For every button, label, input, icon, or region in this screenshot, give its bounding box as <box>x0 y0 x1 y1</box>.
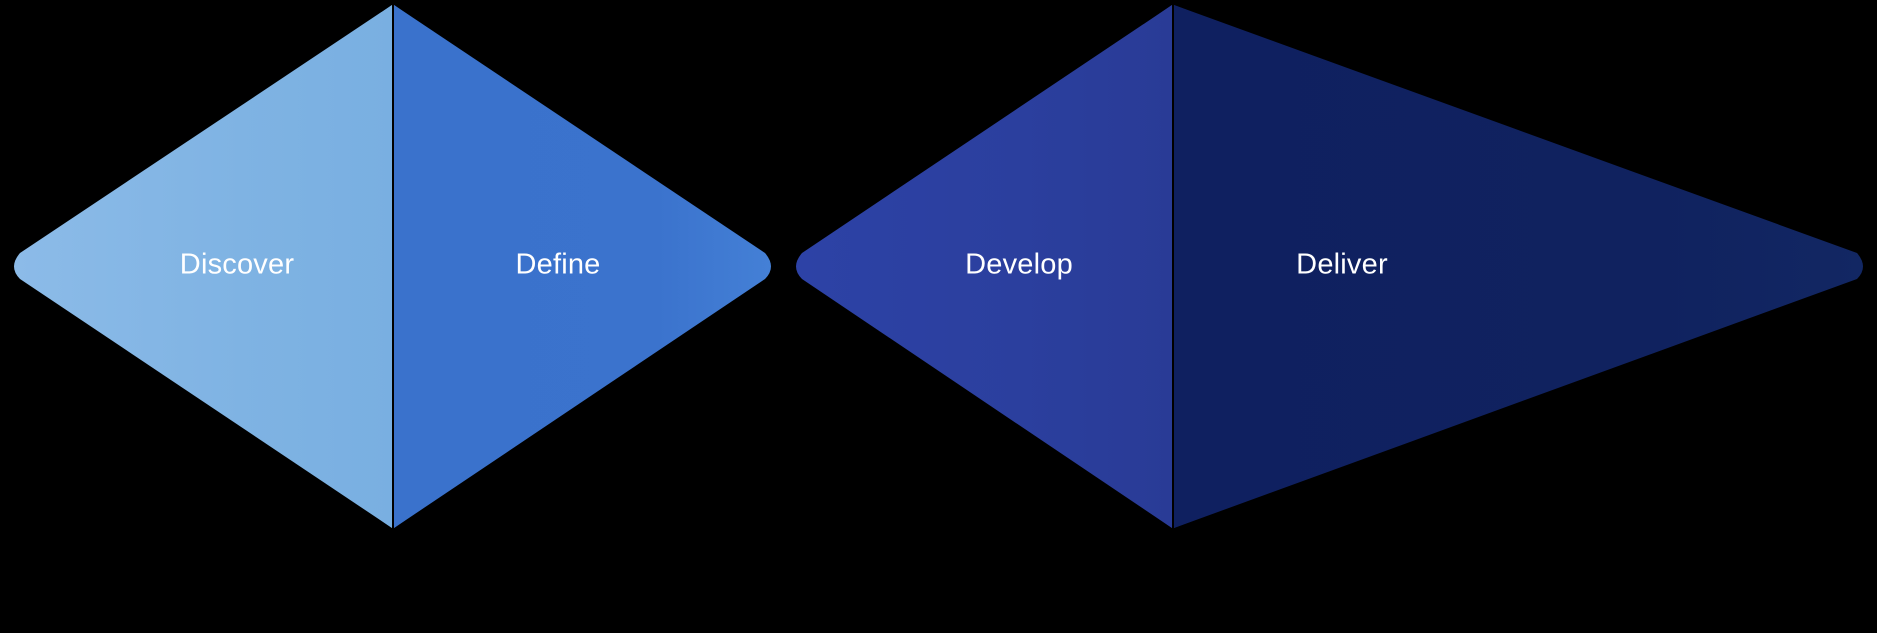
deliver-shape-fill <box>1174 5 1863 528</box>
discover-label: Discover <box>180 249 295 281</box>
develop-half[interactable]: Develop <box>796 5 1172 528</box>
develop-label: Develop <box>965 249 1073 281</box>
first-diamond: Discover Define <box>14 5 771 528</box>
deliver-half[interactable]: Deliver <box>1174 5 1863 528</box>
define-label: Define <box>515 249 600 281</box>
develop-shape-fill <box>796 5 1172 528</box>
define-half[interactable]: Define <box>394 5 771 528</box>
discover-half[interactable]: Discover <box>14 5 392 528</box>
discover-shape-fill <box>14 5 392 528</box>
define-shape-fill <box>394 5 771 528</box>
deliver-label: Deliver <box>1296 249 1388 281</box>
second-diamond: Develop Deliver <box>796 5 1863 528</box>
